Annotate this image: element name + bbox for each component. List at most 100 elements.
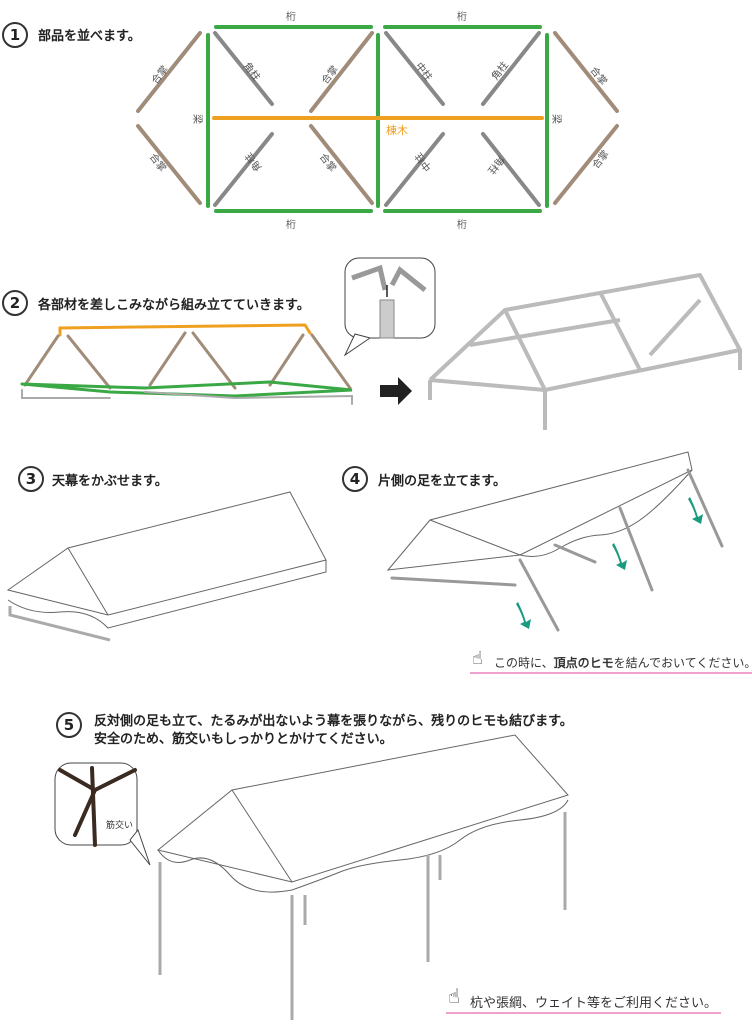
drawing-stroke bbox=[20, 323, 353, 405]
note-tie-top-strings: ☝ この時に、頂点のヒモを結んでおいてください。 bbox=[470, 648, 752, 674]
brace-inset: 筋交い bbox=[54, 762, 151, 866]
assembly-diagram bbox=[20, 257, 742, 430]
drawing-stroke bbox=[58, 766, 137, 847]
drawing-stroke bbox=[268, 333, 305, 387]
gassho-rafter bbox=[136, 31, 202, 113]
drawing-stroke bbox=[93, 768, 137, 792]
drawing-stroke bbox=[66, 334, 112, 390]
drawing-stroke bbox=[618, 506, 654, 592]
step-5-number: 5 bbox=[56, 712, 82, 738]
drawing-stroke bbox=[686, 468, 724, 548]
drawing-stroke bbox=[144, 391, 353, 405]
step-2-number: 2 bbox=[2, 290, 28, 316]
note-stakes: ☝ 杭や張綱、ウェイト等をご利用ください。 bbox=[446, 984, 722, 1014]
drawing-stroke bbox=[469, 318, 621, 347]
drawing-stroke bbox=[390, 468, 724, 632]
step-4-text: 片側の足を立てます。 bbox=[378, 474, 507, 489]
note-text: を結んでおいてください。 bbox=[613, 656, 752, 670]
drawing-stroke bbox=[67, 547, 109, 616]
label-keta: 桁 bbox=[457, 10, 467, 23]
step-4-number: 4 bbox=[342, 466, 368, 492]
drawing-stroke bbox=[389, 266, 427, 292]
rotate-arrow-icon bbox=[516, 497, 703, 629]
pointing-hand-icon: ☝ bbox=[472, 648, 483, 669]
drawing-stroke bbox=[58, 768, 97, 792]
drawing-stroke bbox=[158, 812, 567, 1020]
drawing-stroke bbox=[136, 25, 619, 213]
drawing-stroke bbox=[386, 451, 693, 571]
center-post bbox=[384, 132, 445, 207]
pointing-hand-icon: ☝ bbox=[448, 984, 461, 1008]
drawing-stroke bbox=[90, 766, 97, 847]
corner-post bbox=[481, 132, 541, 207]
drawing-stroke bbox=[519, 469, 693, 557]
drawing-stroke bbox=[21, 389, 111, 399]
drawing-stroke bbox=[688, 497, 703, 524]
label-keta: 桁 bbox=[286, 218, 296, 231]
drawing-stroke bbox=[518, 558, 560, 632]
ridge-assembled bbox=[58, 323, 312, 337]
raise-legs-diagram bbox=[386, 451, 724, 632]
drawing-stroke bbox=[379, 299, 395, 339]
drawing-stroke bbox=[390, 576, 517, 587]
gassho-rafter bbox=[553, 124, 619, 205]
brace-label: 筋交い bbox=[106, 819, 133, 831]
corner-post bbox=[213, 31, 274, 106]
drawing-stroke bbox=[136, 31, 619, 205]
drawing-stroke bbox=[129, 828, 151, 866]
drawing-stroke bbox=[148, 331, 187, 387]
center-post bbox=[384, 31, 445, 106]
label-keta: 桁 bbox=[286, 10, 296, 23]
label-keta: 桁 bbox=[457, 218, 467, 231]
drawing-stroke bbox=[8, 606, 111, 642]
drawing-stroke bbox=[23, 334, 60, 387]
drawing-stroke bbox=[7, 560, 327, 629]
gassho-rafter bbox=[309, 124, 374, 205]
drawing-stroke bbox=[213, 31, 541, 207]
note-text: この時に、 bbox=[494, 656, 554, 670]
drawing-stroke bbox=[191, 331, 237, 390]
canopy-diagram bbox=[6, 491, 327, 642]
arrow-right-icon bbox=[380, 377, 412, 405]
step-3-text: 天幕をかぶせます。 bbox=[52, 474, 168, 489]
drawing-stroke bbox=[553, 543, 597, 564]
note-text: 杭や張綱、ウェイト等をご利用ください。 bbox=[470, 996, 718, 1011]
drawing-stroke bbox=[351, 264, 388, 291]
drawing-stroke bbox=[20, 380, 353, 398]
corner-post bbox=[481, 31, 541, 106]
drawing-stroke bbox=[73, 788, 97, 837]
drawing-stroke bbox=[231, 789, 293, 883]
gassho-rafter bbox=[309, 31, 374, 113]
drawing-stroke bbox=[386, 451, 693, 571]
corner-post bbox=[213, 132, 274, 207]
drawing-stroke bbox=[343, 333, 372, 357]
drawing-stroke bbox=[6, 491, 327, 642]
drawing-stroke bbox=[429, 519, 521, 556]
drawing-stroke bbox=[516, 602, 531, 629]
note-bold-text: 頂点のヒモ bbox=[553, 656, 614, 670]
joint-inset bbox=[343, 257, 436, 357]
drawing-stroke bbox=[310, 333, 352, 390]
frame-assembled bbox=[428, 273, 742, 430]
label-hari: 梁 bbox=[191, 114, 204, 124]
drawing-stroke bbox=[612, 543, 627, 570]
parts-layout-diagram: 桁 桁 桁 桁 梁 梁 棟木 合掌 合掌 合掌 合掌 合掌 合掌 角柱 中柱 角… bbox=[136, 10, 619, 231]
drawing-stroke bbox=[648, 298, 702, 357]
step-1-text: 部品を並べます。 bbox=[38, 29, 141, 44]
step-3-number: 3 bbox=[18, 466, 44, 492]
step-5-line2: 安全のため、筋交いもしっかりとかけてください。 bbox=[94, 732, 393, 747]
gassho-rafter bbox=[136, 124, 202, 205]
drawing-stroke bbox=[157, 799, 569, 893]
drawing-stroke bbox=[6, 491, 327, 616]
drawing-stroke bbox=[156, 734, 569, 893]
drawing-stroke bbox=[598, 291, 642, 371]
label-hari: 梁 bbox=[550, 114, 563, 124]
drawing-stroke bbox=[503, 309, 547, 391]
step-1-number: 1 bbox=[2, 22, 28, 48]
drawing-stroke bbox=[23, 331, 352, 390]
label-munagi: 棟木 bbox=[386, 123, 408, 137]
drawing-stroke bbox=[428, 273, 742, 392]
drawing-stroke bbox=[156, 734, 569, 883]
step-2-text: 各部材を差しこみながら組み立てていきます。 bbox=[38, 298, 310, 313]
